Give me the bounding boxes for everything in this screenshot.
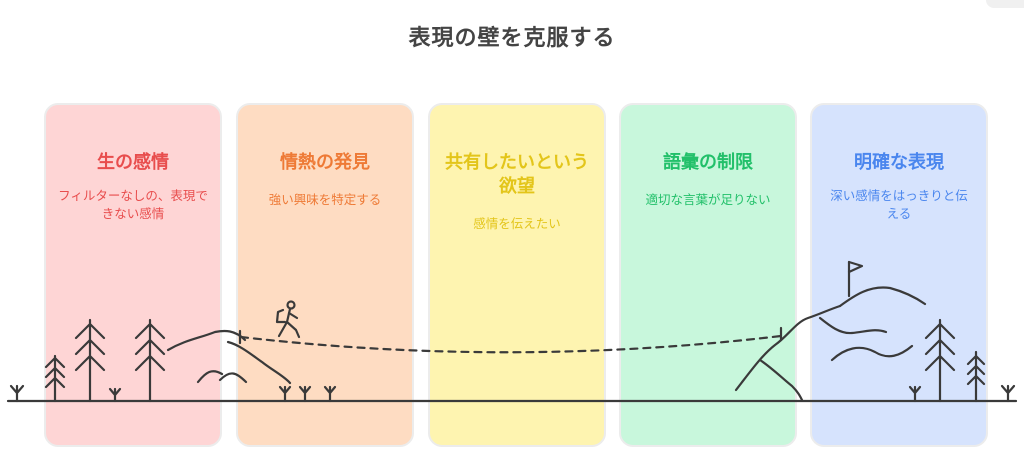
- hiker-icon: [275, 300, 301, 339]
- stage-title: 生の感情: [97, 152, 169, 173]
- flag-icon: [847, 260, 864, 298]
- grass-icon: [9, 384, 1016, 403]
- stage-card-clear-expression: 明確な表現 深い感情をはっきりと伝える: [810, 103, 988, 447]
- stage-title: 明確な表現: [854, 152, 944, 173]
- right-mountain: [734, 286, 927, 402]
- tree-icon: [924, 318, 986, 403]
- diagram-title: 表現の壁を克服する: [408, 26, 616, 51]
- window-corner: [986, 0, 1024, 8]
- stage-title: 共有したいという欲望: [445, 152, 589, 197]
- stage-description: 適切な言葉が足りない: [645, 192, 771, 207]
- stage-description: フィルターなしの、表現できない感情: [58, 188, 208, 221]
- stage-card-desire-to-share: 共有したいという欲望 感情を伝えたい: [428, 103, 606, 447]
- stage-title: 情熱の発見: [280, 152, 370, 173]
- stage-description: 深い感情をはっきりと伝える: [830, 188, 968, 221]
- stage-description: 感情を伝えたい: [473, 216, 561, 231]
- left-cliff: [166, 329, 292, 385]
- stage-description: 強い興味を特定する: [268, 192, 382, 207]
- stage-card-passion-discovery: 情熱の発見 強い興味を特定する: [236, 103, 414, 447]
- bridge-path: [239, 334, 783, 354]
- stage-title: 語彙の制限: [663, 152, 753, 173]
- stage-card-vocabulary-limit: 語彙の制限 適切な言葉が足りない: [619, 103, 797, 447]
- tree-icon: [44, 318, 166, 403]
- stage-card-raw-emotion: 生の感情 フィルターなしの、表現できない感情: [44, 103, 222, 447]
